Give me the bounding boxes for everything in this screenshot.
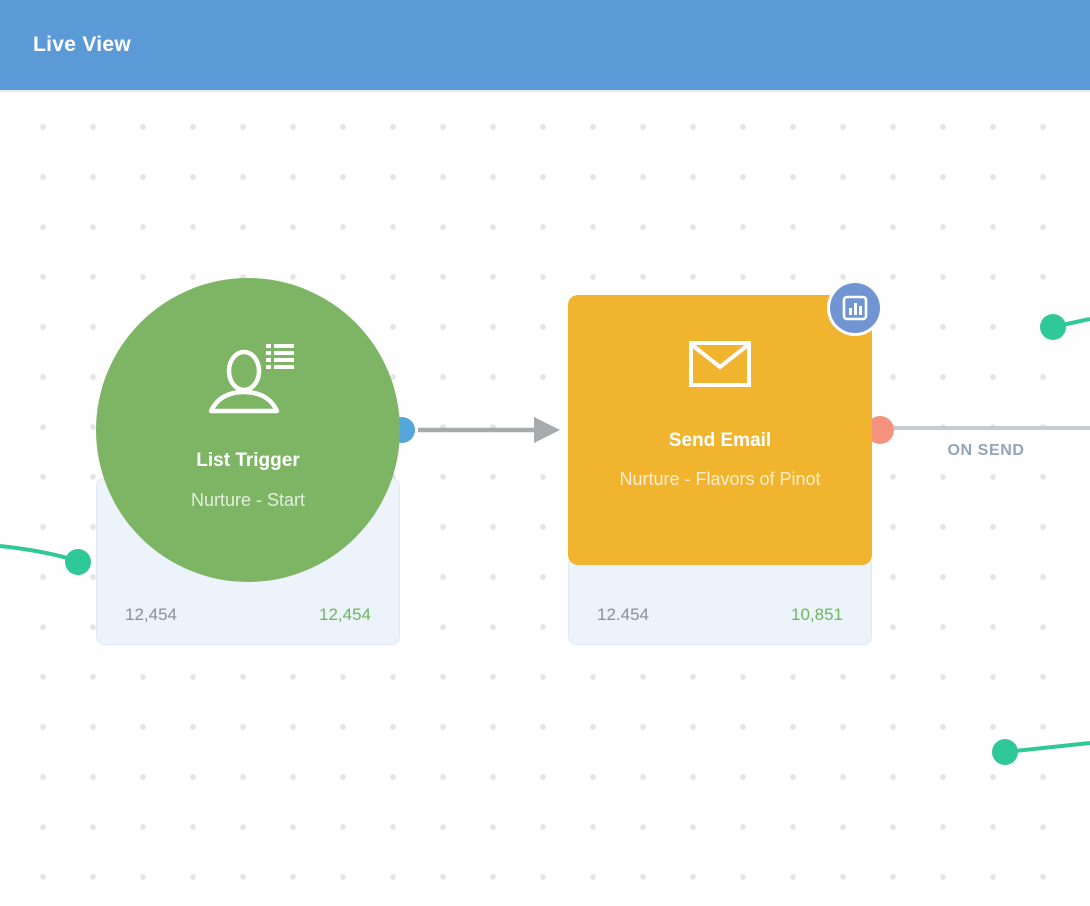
page-title: Live View — [33, 33, 132, 56]
trigger-stat-entered: 12,454 — [125, 605, 177, 624]
email-stats-row: 12.454 10,851 — [568, 605, 872, 625]
email-stat-completed: 10,851 — [791, 605, 843, 624]
node-list-trigger: List Trigger Nurture - Start 12,454 12,4… — [96, 278, 400, 645]
teal-node-dot-bottom-right[interactable] — [992, 739, 1018, 765]
edge-label-on-send: ON SEND — [947, 442, 1025, 459]
trigger-title: List Trigger — [196, 450, 300, 471]
email-report-badge[interactable] — [827, 280, 883, 336]
teal-node-dot-top-right[interactable] — [1040, 314, 1066, 340]
trigger-node-body[interactable]: List Trigger Nurture - Start — [96, 278, 400, 582]
arrowhead-icon — [534, 417, 560, 443]
email-stat-entered: 12.454 — [597, 605, 649, 624]
trigger-stats-row: 12,454 12,454 — [96, 605, 400, 625]
teal-edge-top-right — [1052, 317, 1090, 329]
live-view-header: Live View — [0, 0, 1090, 90]
email-subtitle: Nurture - Flavors of Pinot — [619, 469, 821, 489]
teal-edge-left — [0, 544, 79, 563]
trigger-stat-completed: 12,454 — [319, 605, 371, 624]
workflow-canvas[interactable]: List Trigger Nurture - Start 12,454 12,4… — [0, 90, 1090, 906]
teal-node-dot-left[interactable] — [65, 549, 91, 575]
email-node-body[interactable]: Send Email Nurture - Flavors of Pinot — [568, 295, 872, 565]
email-title: Send Email — [668, 430, 772, 451]
node-send-email: Send Email Nurture - Flavors of Pinot 12… — [568, 280, 883, 645]
teal-edge-bottom-right — [1004, 741, 1090, 754]
email-stats-card — [568, 561, 872, 645]
bar-chart-icon — [830, 283, 880, 333]
person-list-icon — [198, 338, 298, 424]
trigger-subtitle: Nurture - Start — [190, 490, 306, 510]
envelope-icon — [688, 340, 752, 388]
